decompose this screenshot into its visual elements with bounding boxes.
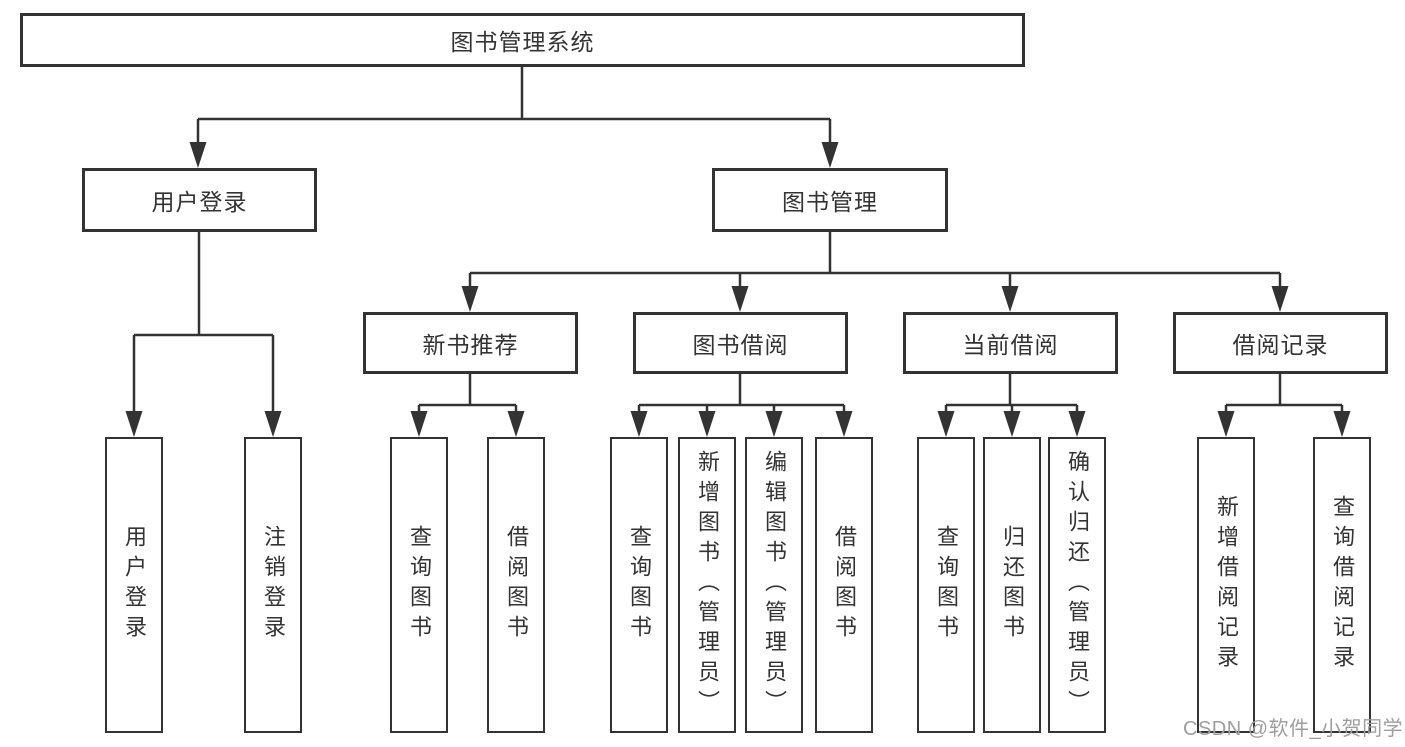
- leaf-borrowing-edit-book-admin: 编辑图书（管理员）: [745, 437, 803, 733]
- node-root: 图书管理系统: [20, 13, 1025, 67]
- leaf-current-return-books-label: 归还图书: [1000, 525, 1025, 645]
- node-new-book-recommend: 新书推荐: [363, 312, 578, 374]
- node-book-management-label: 图书管理: [782, 189, 878, 215]
- csdn-watermark: CSDN @软件_小贺同学: [1183, 718, 1404, 740]
- leaf-newbook-borrow-books-label: 借阅图书: [504, 525, 529, 645]
- leaf-user-login-label: 用户登录: [122, 525, 147, 645]
- leaf-newbook-query-books: 查询图书: [390, 437, 448, 733]
- leaf-records-add-record: 新增借阅记录: [1197, 437, 1255, 733]
- node-user-login-label: 用户登录: [151, 189, 248, 215]
- leaf-borrowing-query-books: 查询图书: [610, 437, 668, 733]
- node-user-login: 用户登录: [82, 168, 317, 232]
- node-new-book-recommend-label: 新书推荐: [422, 332, 519, 358]
- leaf-borrowing-query-books-label: 查询图书: [627, 525, 652, 645]
- leaf-current-query-books: 查询图书: [917, 437, 975, 733]
- node-current-borrowing: 当前借阅: [903, 312, 1118, 374]
- node-book-borrowing: 图书借阅: [633, 312, 848, 374]
- leaf-borrowing-borrow-books: 借阅图书: [815, 437, 873, 733]
- leaf-records-add-record-label: 新增借阅记录: [1214, 495, 1239, 675]
- node-current-borrowing-label: 当前借阅: [962, 332, 1059, 358]
- leaf-borrowing-add-book-admin: 新增图书（管理员）: [678, 437, 736, 733]
- leaf-records-query-record: 查询借阅记录: [1313, 437, 1371, 733]
- leaf-borrowing-add-book-admin-label: 新增图书（管理员）: [695, 450, 720, 720]
- leaf-borrowing-edit-book-admin-label: 编辑图书（管理员）: [762, 450, 787, 720]
- leaf-logout-label: 注销登录: [261, 525, 286, 645]
- leaf-current-confirm-return-admin-label: 确认归还（管理员）: [1065, 450, 1090, 720]
- leaf-newbook-borrow-books: 借阅图书: [487, 437, 545, 733]
- leaf-current-confirm-return-admin: 确认归还（管理员）: [1048, 437, 1106, 733]
- node-borrowing-records-label: 借阅记录: [1232, 332, 1329, 358]
- node-book-management: 图书管理: [712, 168, 948, 232]
- leaf-borrowing-borrow-books-label: 借阅图书: [832, 525, 857, 645]
- leaf-current-return-books: 归还图书: [983, 437, 1041, 733]
- leaf-records-query-record-label: 查询借阅记录: [1330, 495, 1355, 675]
- leaf-current-query-books-label: 查询图书: [934, 525, 959, 645]
- leaf-newbook-query-books-label: 查询图书: [407, 525, 432, 645]
- node-borrowing-records: 借阅记录: [1173, 312, 1388, 374]
- leaf-user-login: 用户登录: [105, 437, 163, 733]
- node-book-borrowing-label: 图书借阅: [692, 332, 789, 358]
- leaf-logout: 注销登录: [244, 437, 302, 733]
- arrowheads: [125, 142, 1351, 437]
- node-root-label: 图书管理系统: [450, 29, 595, 55]
